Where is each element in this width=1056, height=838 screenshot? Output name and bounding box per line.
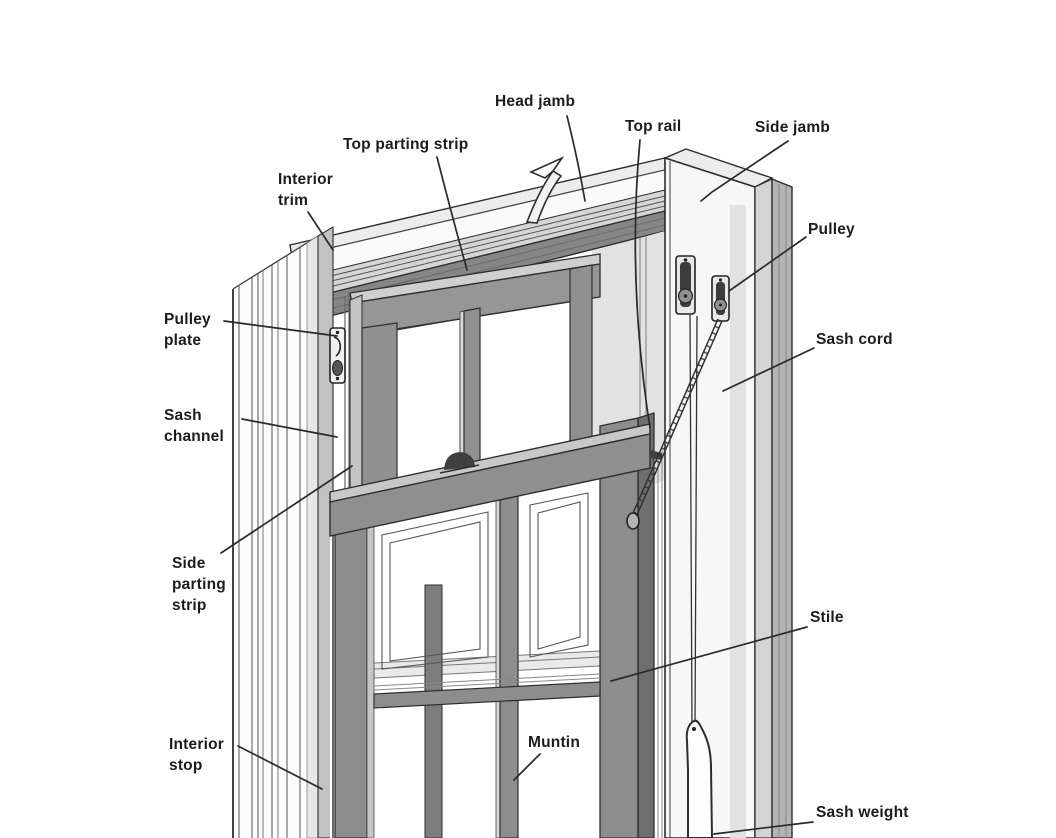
glazing-outline-left — [381, 511, 489, 670]
label-top-parting-strip: Top parting strip — [343, 134, 468, 155]
label-line: Pulley — [808, 221, 855, 238]
side-jamb-assembly — [663, 148, 793, 838]
sash-weight — [685, 719, 714, 838]
label-line: Top parting strip — [343, 136, 469, 153]
leader-interior-stop — [237, 745, 323, 790]
trim-wash — [306, 235, 319, 838]
label-line: Top rail — [625, 118, 682, 135]
label-line: channel — [164, 428, 224, 445]
leader-head-jamb — [566, 115, 586, 202]
lower-sash-top-rail — [329, 433, 651, 537]
label-pulley-plate: Pulley plate — [164, 309, 211, 351]
label-line: Head jamb — [495, 93, 576, 110]
label-side-parting-strip: Side parting strip — [172, 553, 226, 616]
label-top-rail: Top rail — [625, 116, 681, 137]
label-interior-trim: Interior trim — [278, 169, 333, 211]
sash-lock — [444, 452, 475, 470]
top-parting-strip-curl — [525, 156, 565, 224]
leader-stile — [610, 626, 808, 682]
parting-strip-fold — [529, 156, 565, 179]
leader-top-rail — [634, 139, 651, 429]
label-head-jamb: Head jamb — [495, 91, 575, 112]
label-line: strip — [172, 597, 207, 614]
lower-sash — [329, 412, 663, 838]
exterior-casing-strip — [771, 177, 793, 838]
label-stile: Stile — [810, 607, 844, 628]
sash-cord-knot — [626, 512, 640, 530]
label-line: Muntin — [528, 734, 580, 751]
label-interior-stop: Interior stop — [169, 734, 224, 776]
pulley-right — [711, 275, 730, 322]
label-line: Side jamb — [755, 119, 831, 136]
label-side-jamb: Side jamb — [755, 117, 830, 138]
label-line: Stile — [810, 609, 844, 626]
mitre-line — [232, 235, 319, 290]
pulley-left — [675, 255, 696, 315]
label-muntin: Muntin — [528, 732, 580, 753]
leader-top-parting-strip — [436, 156, 468, 271]
label-line: trim — [278, 192, 309, 209]
label-line: Interior — [278, 171, 333, 188]
glazing-outline-right — [529, 492, 589, 658]
through-glass-bar — [424, 584, 443, 838]
sash-cord — [632, 318, 719, 514]
label-line: stop — [169, 757, 203, 774]
label-line: Sash weight — [816, 804, 909, 821]
pulley-plate — [329, 327, 346, 384]
label-line: parting — [172, 576, 226, 593]
leader-lines — [220, 115, 815, 835]
jamb-shading — [730, 205, 746, 838]
leader-interior-trim — [307, 211, 334, 251]
weight-eye — [692, 727, 696, 731]
leader-sash-channel — [241, 418, 338, 438]
leader-pulley-plate — [223, 320, 338, 337]
sash-lock-base — [439, 464, 480, 474]
lower-sash-horizontal-muntin — [373, 681, 601, 709]
side-jamb-edge — [754, 178, 773, 838]
leader-side-parting-strip — [220, 465, 353, 554]
leader-sash-cord — [722, 347, 815, 392]
label-pulley: Pulley — [808, 219, 855, 240]
label-line: Sash cord — [816, 331, 893, 348]
label-line: Sash — [164, 407, 202, 424]
leader-muntin — [513, 753, 541, 781]
leader-side-jamb — [700, 140, 789, 202]
leader-sash-weight — [713, 821, 814, 835]
label-line: Interior — [169, 736, 224, 753]
leader-pulley — [728, 236, 807, 292]
label-sash-cord: Sash cord — [816, 329, 893, 350]
label-line: plate — [164, 332, 202, 349]
label-sash-weight: Sash weight — [816, 802, 909, 823]
label-sash-channel: Sash channel — [164, 405, 224, 447]
label-line: Side — [172, 555, 206, 572]
lower-sash-glass — [330, 429, 655, 838]
label-line: Pulley — [164, 311, 211, 328]
parting-strip-ribbon — [525, 169, 563, 224]
